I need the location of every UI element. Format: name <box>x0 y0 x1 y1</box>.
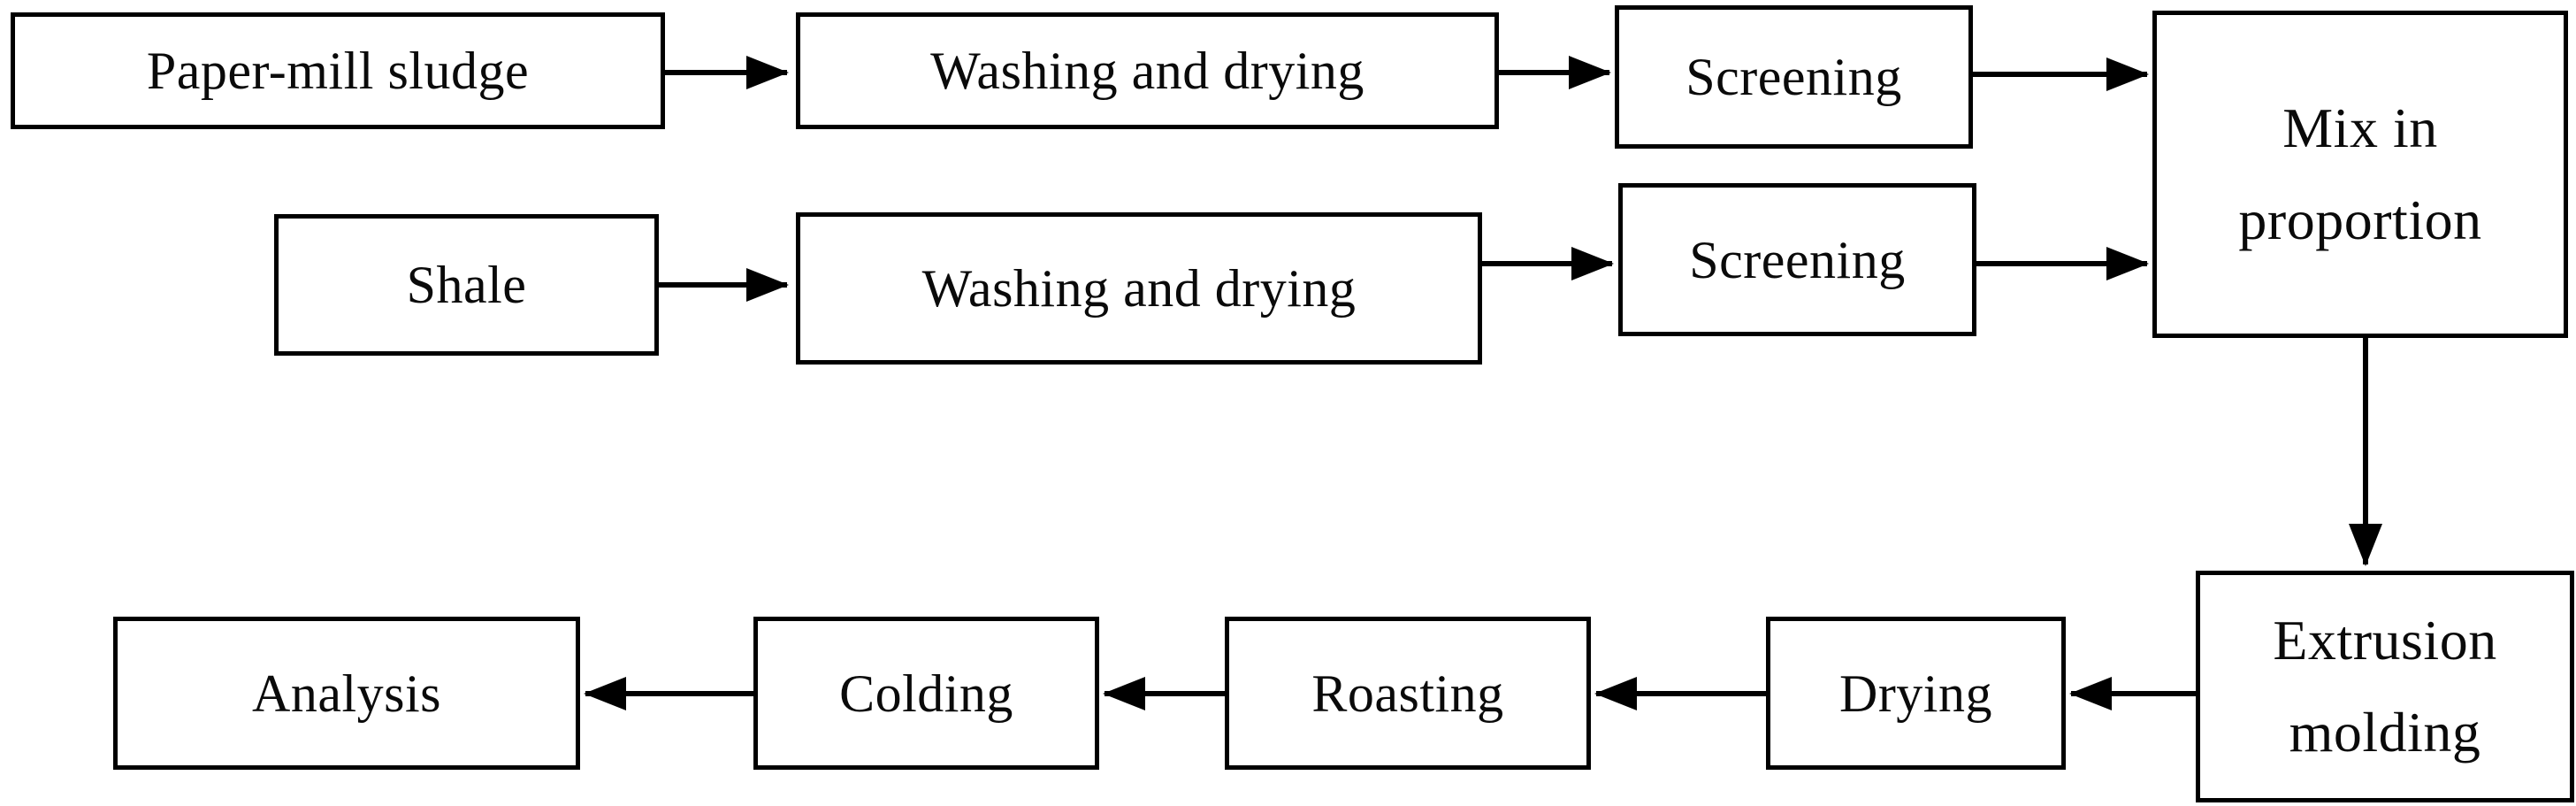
node-screening-1: Screening <box>1615 5 1973 149</box>
node-mix-in-proportion: Mix in proportion <box>2152 11 2568 338</box>
node-label: Screening <box>1689 230 1906 289</box>
node-label: Washing and drying <box>921 259 1357 318</box>
node-label: Screening <box>1685 48 1902 106</box>
node-colding: Colding <box>753 617 1099 770</box>
node-analysis: Analysis <box>113 617 580 770</box>
node-label: Mix in proportion <box>2238 96 2482 251</box>
node-paper-mill-sludge: Paper-mill sludge <box>11 12 665 129</box>
node-extrusion-molding: Extrusion molding <box>2196 571 2574 802</box>
node-shale: Shale <box>274 214 659 356</box>
node-label: Shale <box>406 256 527 314</box>
node-screening-2: Screening <box>1618 183 1976 336</box>
node-label: Paper-mill sludge <box>146 42 530 100</box>
node-label: Roasting <box>1311 664 1504 723</box>
node-drying: Drying <box>1766 617 2066 770</box>
node-label: Colding <box>839 664 1013 723</box>
node-label: Analysis <box>252 664 441 723</box>
node-label: Drying <box>1839 664 1992 723</box>
node-washing-and-drying-1: Washing and drying <box>796 12 1499 129</box>
node-washing-and-drying-2: Washing and drying <box>796 212 1482 365</box>
node-roasting: Roasting <box>1225 617 1591 770</box>
node-label: Washing and drying <box>930 42 1364 100</box>
node-label: Extrusion molding <box>2273 609 2497 764</box>
